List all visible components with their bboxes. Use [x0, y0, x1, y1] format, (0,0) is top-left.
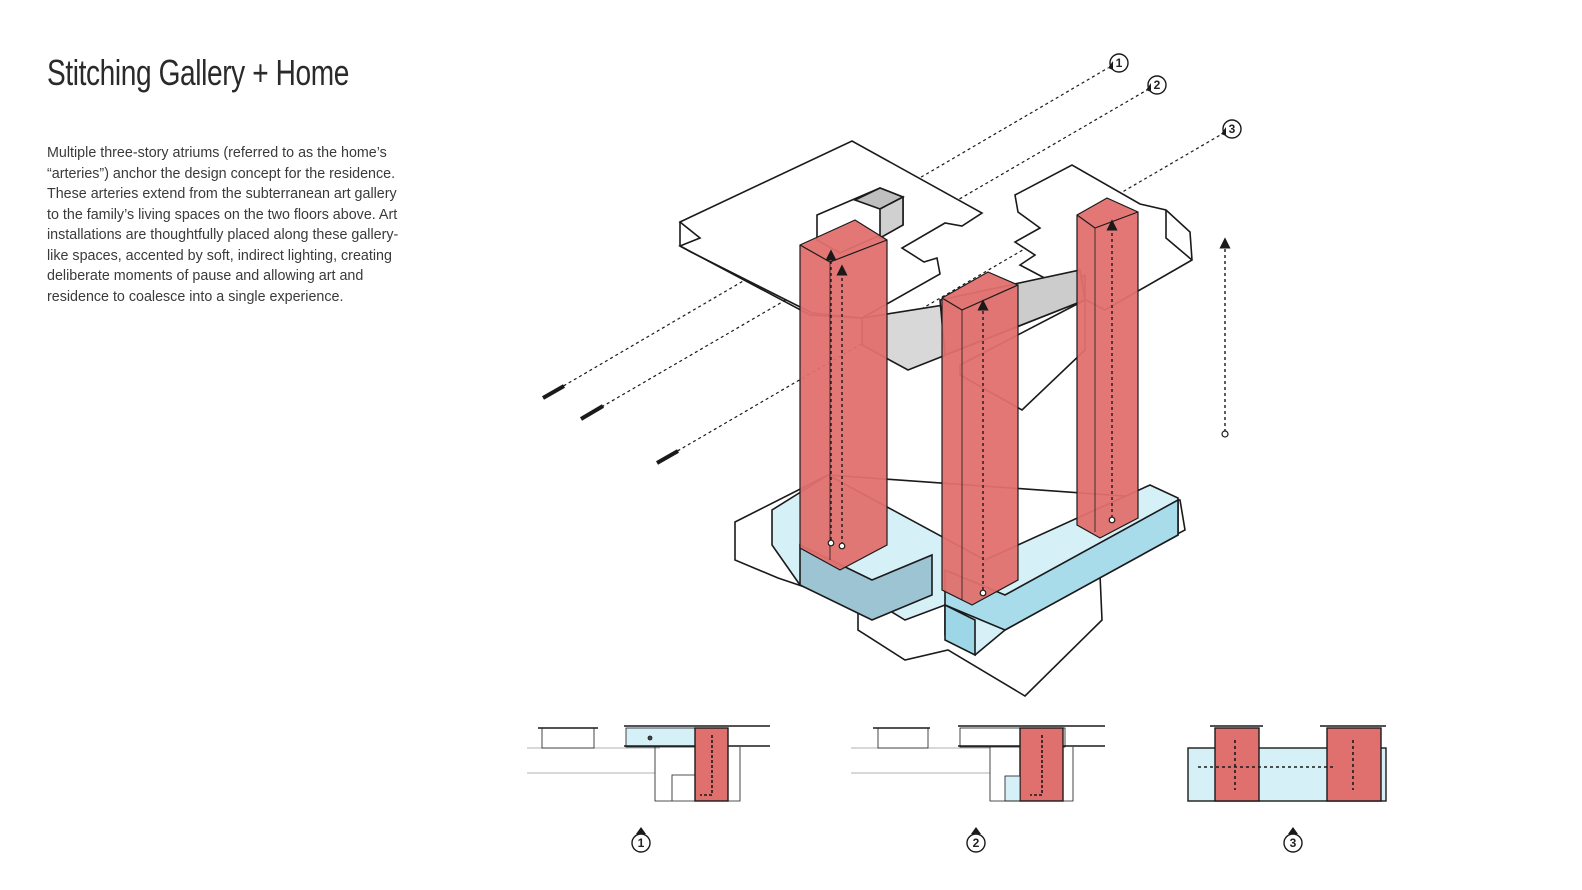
artery-1: [799, 219, 888, 571]
artery-arrow-origins: [827, 516, 1116, 597]
description-paragraph: Multiple three-story atriums (referred t…: [47, 145, 399, 305]
axon-callout-3: 3: [1221, 119, 1242, 139]
section-callout-3: 3: [1283, 827, 1303, 853]
svg-text:3: 3: [1290, 836, 1297, 850]
axon-callout-1: 1: [1108, 53, 1129, 73]
artery-3: [1076, 197, 1139, 539]
artery-2: [941, 271, 1019, 606]
section-drawing-3: [1187, 725, 1387, 802]
svg-text:1: 1: [638, 836, 645, 850]
svg-text:3: 3: [1229, 122, 1236, 136]
section-drawing-1: [527, 725, 770, 802]
svg-text:2: 2: [973, 836, 980, 850]
section-drawing-2: [851, 725, 1105, 802]
axon-callout-2: 2: [1146, 75, 1167, 95]
page-title: Stitching Gallery + Home: [47, 52, 349, 93]
section-cut-ticks: [542, 384, 679, 465]
vertical-direction-arrow: [1219, 237, 1231, 438]
svg-text:1: 1: [1116, 56, 1123, 70]
section-callout-1: 1: [631, 827, 651, 853]
svg-text:2: 2: [1154, 78, 1161, 92]
section-callout-2: 2: [966, 827, 986, 853]
artery-circulation-arrows: [825, 219, 1118, 590]
